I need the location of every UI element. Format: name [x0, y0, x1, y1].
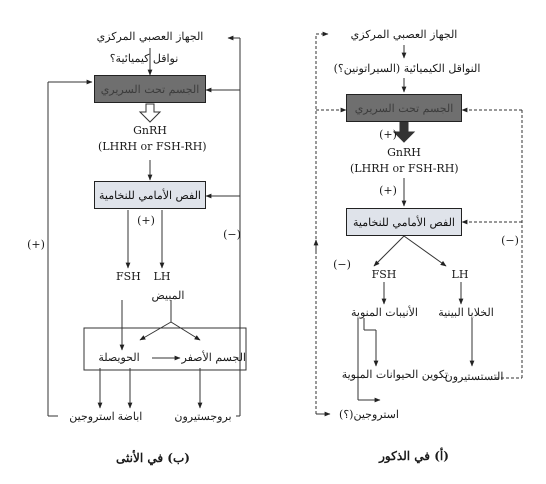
- male-fsh-label: FSH: [371, 268, 397, 281]
- female-plus-loop-label: (+): [27, 238, 45, 251]
- male-minus-left-label: (−): [333, 258, 351, 271]
- male-plus-1-label: (+): [379, 128, 397, 141]
- male-lh-label: LH: [451, 268, 469, 281]
- male-interstitial-label: الخلايا البينية: [438, 306, 494, 319]
- female-neurotransmitters-label: نواقل كيميائية؟: [109, 52, 179, 65]
- male-caption: (أ) في الذكور: [379, 449, 449, 463]
- male-testosterone-label: التستستيرون: [444, 370, 504, 383]
- female-progesterone-label: بروجستيرون: [174, 410, 232, 423]
- female-estrogen-label: استروجين: [69, 410, 115, 423]
- female-gnrh-alt-label: (LHRH or FSH-RH): [98, 140, 207, 153]
- female-lh-label: LH: [153, 270, 171, 283]
- male-neurotransmitters-label: النواقل الكيميائية (السيراتونين؟): [333, 62, 481, 75]
- male-gnrh-label: GnRH: [387, 146, 421, 159]
- male-estrogen-label: استروجين(؟): [339, 408, 399, 421]
- male-hypothalamus-box: الجسم تحت السريري: [346, 94, 462, 122]
- female-gnrh-label: GnRH: [133, 124, 167, 137]
- female-ovary-label: المبيض: [151, 289, 185, 302]
- female-ovulation-label: اباضة: [117, 410, 143, 423]
- male-cns-label: الجهاز العصبي المركزي: [350, 28, 458, 41]
- arrow-gnrh-f: [138, 103, 162, 123]
- male-tubules-label: الأنيبات المنوية: [351, 306, 418, 319]
- male-gnrh-alt-label: (LHRH or FSH-RH): [350, 162, 459, 175]
- male-plus-2-label: (+): [379, 184, 397, 197]
- male-pituitary-box: الفص الأمامي للنخامية: [346, 208, 462, 236]
- female-follicle-label: الحويصلة: [98, 351, 140, 364]
- female-plus-label: (+): [137, 214, 155, 227]
- female-minus-label: (−): [223, 228, 241, 241]
- female-cns-label: الجهاز العصبي المركزي: [96, 30, 204, 43]
- female-caption: (ب) في الأنثى: [116, 451, 190, 465]
- female-pituitary-box: الفص الأمامي للنخامية: [94, 181, 206, 209]
- female-hypothalamus-box: الجسم تحت السريري: [94, 75, 206, 103]
- male-spermatogenesis-label: تكوين الحيوانات المنوية: [341, 368, 448, 381]
- female-corpus-luteum-label: الجسم الأصفر: [181, 351, 246, 364]
- male-minus-right-label: (−): [501, 234, 519, 247]
- female-fsh-label: FSH: [116, 270, 141, 283]
